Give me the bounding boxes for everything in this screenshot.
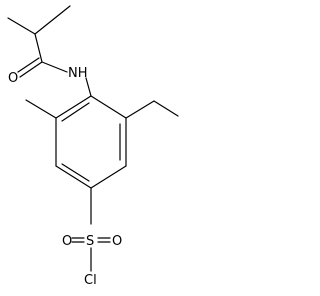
chlorine-label: Cl [84,273,97,288]
bond-methyl-a [7,17,36,35]
bond-carbonyl-double-b [17,57,40,73]
bond-ring-6 [55,95,92,119]
bond-ethyl-chain [153,100,179,117]
bond-nitrogen-ring [85,77,92,97]
amide-oxygen-label: O [8,71,18,86]
bond-carbonyl-nitrogen [41,61,68,73]
sulfonyl-sulfur-label: S [86,234,94,249]
sulfonyl-oxygen-right-label: O [112,234,122,249]
bond-isopropyl-carbonyl [34,33,43,63]
chemical-structure-diagram: O NH O S O Cl [7,5,179,288]
bond-ring-inner-top [61,102,90,122]
bond-ring-inner-bottom [61,163,90,182]
bond-methyl-b [34,5,71,35]
bond-ring-4 [55,165,92,189]
amide-nitrogen-label: NH [68,66,88,81]
bond-ring-3 [90,165,127,189]
bond-lines [7,5,179,272]
structure-canvas: O NH O S O Cl [7,5,179,288]
bond-ring-ethyl [125,100,155,119]
bond-ring-1 [90,95,127,119]
bond-carbonyl-double-a [19,61,43,78]
bond-ring-methyl [25,99,57,119]
sulfonyl-oxygen-left-label: O [62,234,72,249]
